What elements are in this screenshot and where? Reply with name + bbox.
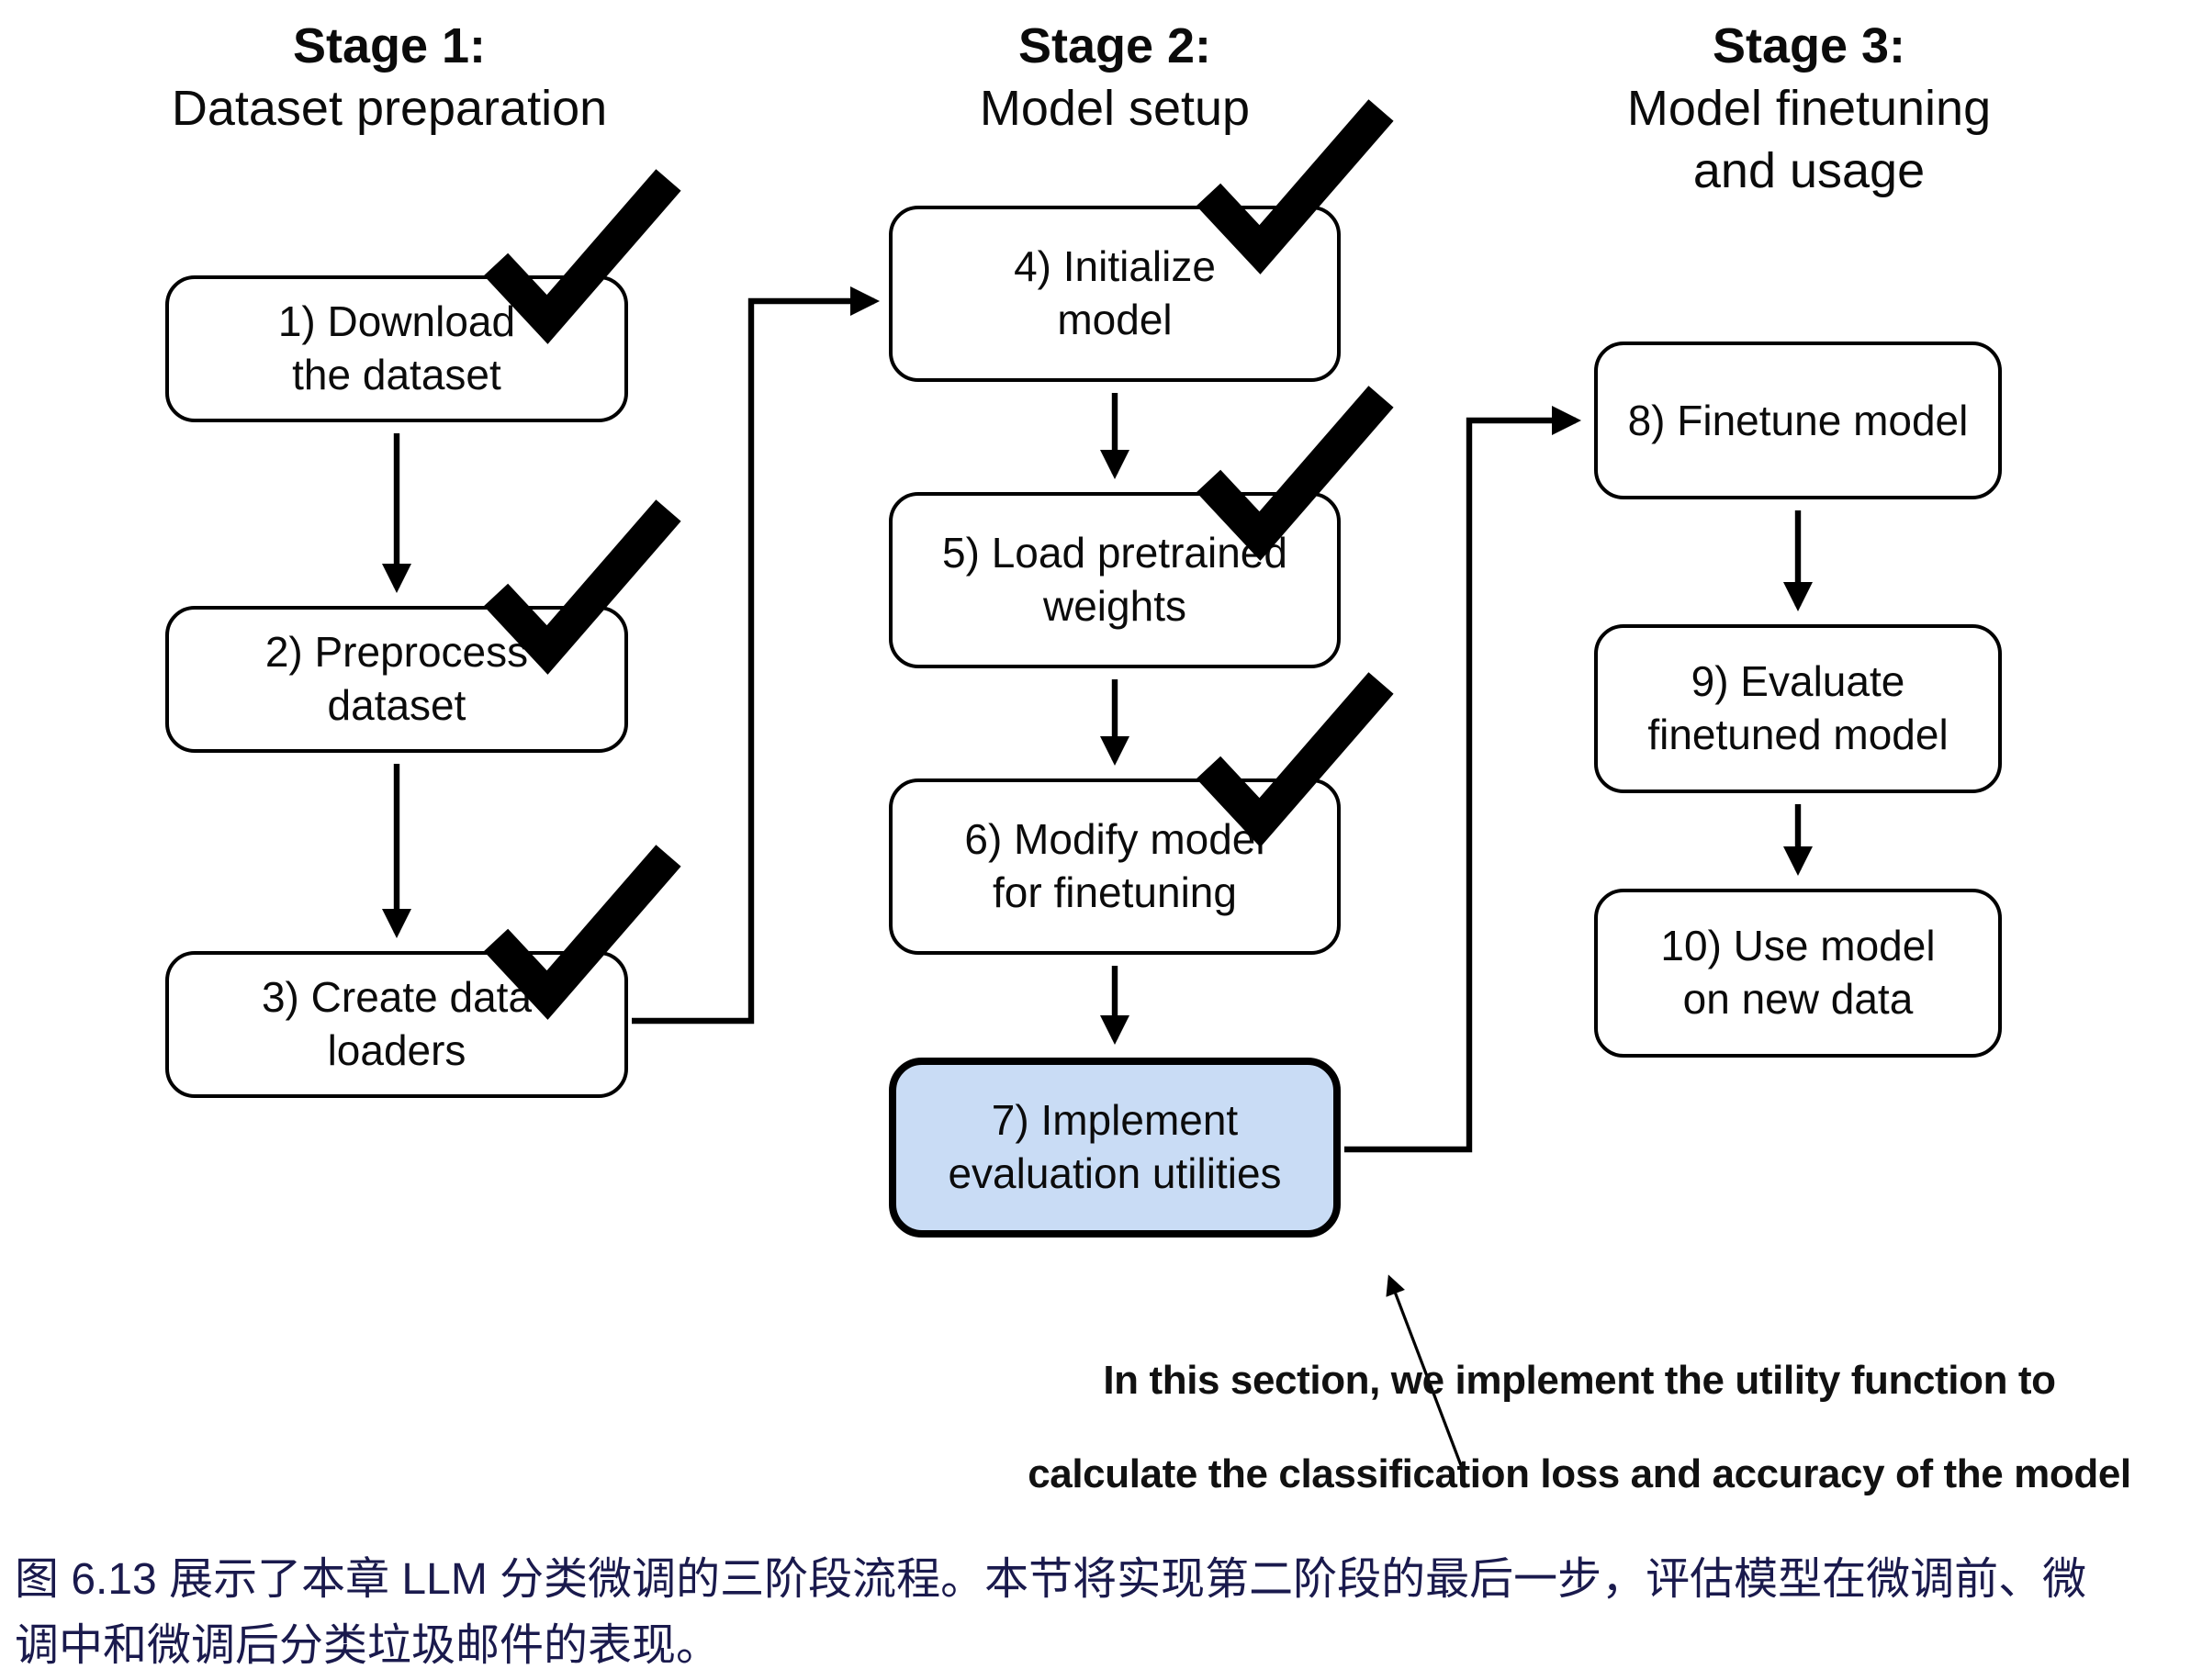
stage-1-subtitle: Dataset preparation xyxy=(171,81,608,136)
stage-3-subtitle: Model finetuning and usage xyxy=(1626,81,1992,198)
annotation-text: In this section, we implement the utilit… xyxy=(1028,1357,2131,1496)
box-6-modify-model-for-finetuning: 6) Modify model for finetuning xyxy=(889,778,1341,955)
box-7-implement-evaluation-utilities: 7) Implement evaluation utilities xyxy=(889,1058,1341,1238)
connector-box3-box4 xyxy=(632,286,880,1025)
stage-2-title: Stage 2: xyxy=(1017,18,1212,73)
box-4-initialize-model: 4) Initialize model xyxy=(889,206,1341,382)
box-1-download-dataset: 1) Download the dataset xyxy=(165,275,628,422)
box-3-create-data-loaders: 3) Create data loaders xyxy=(165,951,628,1098)
box-6-label: 6) Modify model for finetuning xyxy=(964,815,1265,916)
box-4-label: 4) Initialize model xyxy=(1014,242,1216,343)
box-5-label: 5) Load pretrained weights xyxy=(942,529,1287,630)
box-8-label: 8) Finetune model xyxy=(1627,396,1969,444)
stage-1-title: Stage 1: xyxy=(292,18,487,73)
stage-2-subtitle: Model setup xyxy=(979,81,1251,136)
box-8-finetune-model: 8) Finetune model xyxy=(1594,342,2002,499)
box-3-label: 3) Create data loaders xyxy=(261,973,533,1074)
figure-caption: 图 6.13 展示了本章 LLM 分类微调的三阶段流程。本节将实现第二阶段的最后… xyxy=(15,1555,2087,1671)
box-9-label: 9) Evaluate finetuned model xyxy=(1647,657,1949,758)
stage-1-heading: Stage 1: Dataset preparation xyxy=(68,15,711,140)
box-2-label: 2) Preprocess dataset xyxy=(264,628,529,729)
stage-3-title: Stage 3: xyxy=(1712,18,1906,73)
box-1-label: 1) Download the dataset xyxy=(277,297,516,398)
box-10-use-model-on-new-data: 10) Use model on new data xyxy=(1594,889,2002,1058)
box-10-label: 10) Use model on new data xyxy=(1660,922,1936,1023)
box-9-evaluate-finetuned-model: 9) Evaluate finetuned model xyxy=(1594,624,2002,793)
stage-3-heading: Stage 3: Model finetuning and usage xyxy=(1488,15,2130,202)
box-5-load-pretrained-weights: 5) Load pretrained weights xyxy=(889,492,1341,668)
box-7-label: 7) Implement evaluation utilities xyxy=(948,1096,1282,1197)
connector-box7-box8 xyxy=(1344,406,1581,1153)
box-2-preprocess-dataset: 2) Preprocess dataset xyxy=(165,606,628,753)
stage-2-heading: Stage 2: Model setup xyxy=(793,15,1436,140)
